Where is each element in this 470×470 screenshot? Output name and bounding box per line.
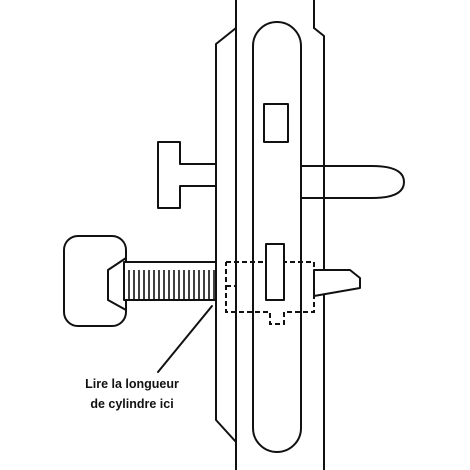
measurement-caption: Lire la longueur de cylindre ici: [62, 374, 202, 414]
lever-handle: [299, 165, 405, 199]
escutcheon-plate: [215, 27, 237, 443]
caption-line-1: Lire la longueur: [85, 377, 179, 391]
thumb-turn-knob: [157, 141, 217, 209]
cylinder-slot: [265, 243, 285, 301]
lock-faceplate: [252, 21, 302, 453]
leader-line: [157, 305, 213, 373]
caption-line-2: de cylindre ici: [90, 397, 174, 411]
latch-slot: [263, 103, 289, 143]
cylinder-cam: [313, 269, 361, 297]
cylinder-shaft: [107, 257, 217, 311]
measurement-ticks: [128, 270, 215, 300]
